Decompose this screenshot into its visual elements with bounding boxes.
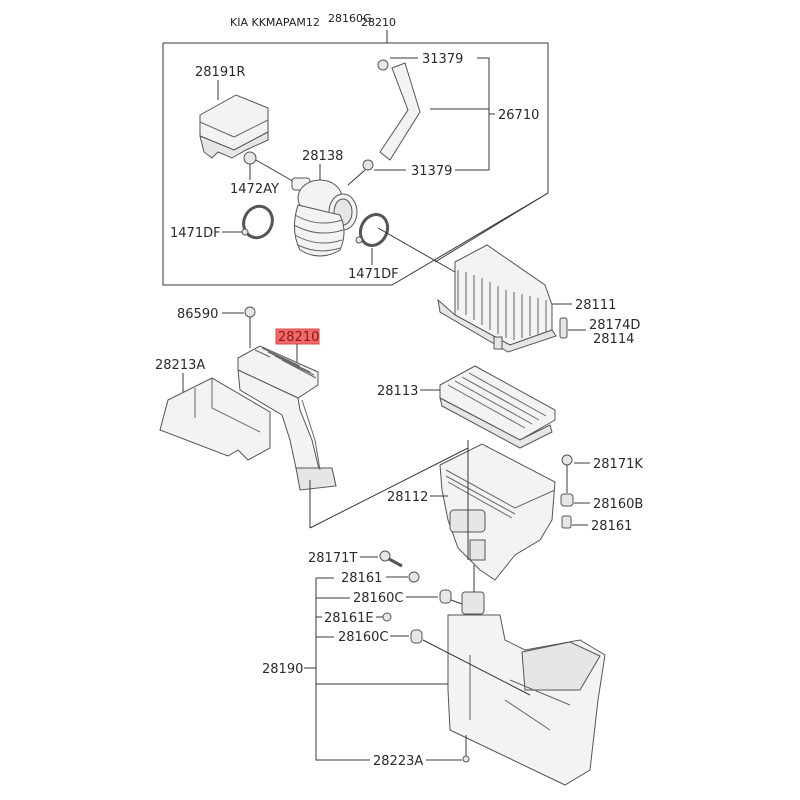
callout-28138[interactable]: 28138 (302, 149, 343, 164)
part-28160C-insulator-lower[interactable] (410, 629, 423, 644)
callout-31379-bottom[interactable]: 31379 (411, 164, 452, 179)
callout-1472AY[interactable]: 1472AY (230, 182, 279, 197)
callout-28171K[interactable]: 28171K (593, 457, 643, 472)
part-1472AY-clip[interactable] (243, 151, 257, 165)
part-28138-intake-hose[interactable] (291, 177, 358, 257)
header-part-group: 28210 (361, 16, 396, 29)
part-28210-intake-duct[interactable] (237, 345, 337, 491)
catalog-code: KIA KKMAPAM12 (230, 16, 320, 29)
callout-28161E[interactable]: 28161E (324, 611, 374, 626)
part-28161-collar-upper[interactable] (561, 515, 572, 529)
part-28190-resonator-assembly[interactable] (447, 591, 606, 786)
callout-28160B[interactable]: 28160B (593, 497, 643, 512)
part-28111-cleaner-cover[interactable] (437, 244, 557, 353)
callout-28223A[interactable]: 28223A (373, 754, 423, 769)
callout-28160G[interactable]: 28160G (328, 12, 372, 25)
callout-1471DF-right[interactable]: 1471DF (348, 267, 399, 282)
part-28160C-insulator-upper[interactable] (439, 589, 452, 604)
part-1471DF-clamp-right[interactable] (355, 210, 392, 250)
subassembly-frame (162, 42, 549, 286)
callout-31379-top[interactable]: 31379 (422, 52, 463, 67)
part-28213A-duct-cover[interactable] (159, 377, 271, 461)
part-28223A-clip[interactable] (462, 735, 470, 763)
part-28161E-collar[interactable] (382, 612, 392, 622)
callout-26710[interactable]: 26710 (498, 108, 539, 123)
callout-28160C-upper[interactable]: 28160C (353, 591, 403, 606)
callout-1471DF-left[interactable]: 1471DF (170, 226, 221, 241)
part-28191R-resonator[interactable] (199, 94, 269, 159)
frame-diagonal-ext (434, 192, 549, 263)
callout-28111[interactable]: 28111 (575, 298, 616, 313)
part-86590-bolt[interactable] (244, 306, 256, 348)
callout-28174D[interactable]: 28174D (589, 318, 640, 333)
callout-28161-upper[interactable]: 28161 (591, 519, 632, 534)
callout-28190[interactable]: 28190 (262, 662, 303, 677)
part-26710-breather-hose[interactable] (362, 59, 421, 171)
callout-28213A[interactable]: 28213A (155, 358, 205, 373)
part-28160B-insulator[interactable] (560, 493, 574, 507)
part-28161-collar-lower[interactable] (408, 571, 420, 583)
callout-86590[interactable]: 86590 (177, 307, 218, 322)
callout-28171T[interactable]: 28171T (308, 551, 357, 566)
leader-31379-to-hose (347, 169, 366, 186)
leader-28112-duct (309, 447, 469, 529)
leader-hose-to-cover (377, 227, 456, 273)
callout-28210[interactable]: 28210 (278, 330, 319, 345)
part-28174D-clip[interactable] (559, 317, 568, 339)
leader-28160C-upper-to-part (450, 599, 463, 605)
callout-28112[interactable]: 28112 (387, 490, 428, 505)
callout-28114[interactable]: 28114 (593, 332, 634, 347)
part-28171K-bolt[interactable] (561, 454, 573, 493)
part-28171T-bolt[interactable] (379, 550, 403, 568)
callout-28113[interactable]: 28113 (377, 384, 418, 399)
leader-28160C-lower-to-part (422, 639, 531, 696)
part-28112-cleaner-body[interactable] (439, 443, 556, 581)
callout-28191R[interactable]: 28191R (195, 65, 245, 80)
callout-28160C-lower[interactable]: 28160C (338, 630, 388, 645)
bracket-28190 (315, 578, 370, 761)
leader-1472AY-to-hose (255, 159, 297, 184)
bracket-26710 (455, 57, 490, 171)
part-1471DF-clamp-left[interactable] (239, 202, 278, 243)
callout-28161-lower[interactable]: 28161 (341, 571, 382, 586)
part-28113-air-filter[interactable] (439, 365, 556, 449)
